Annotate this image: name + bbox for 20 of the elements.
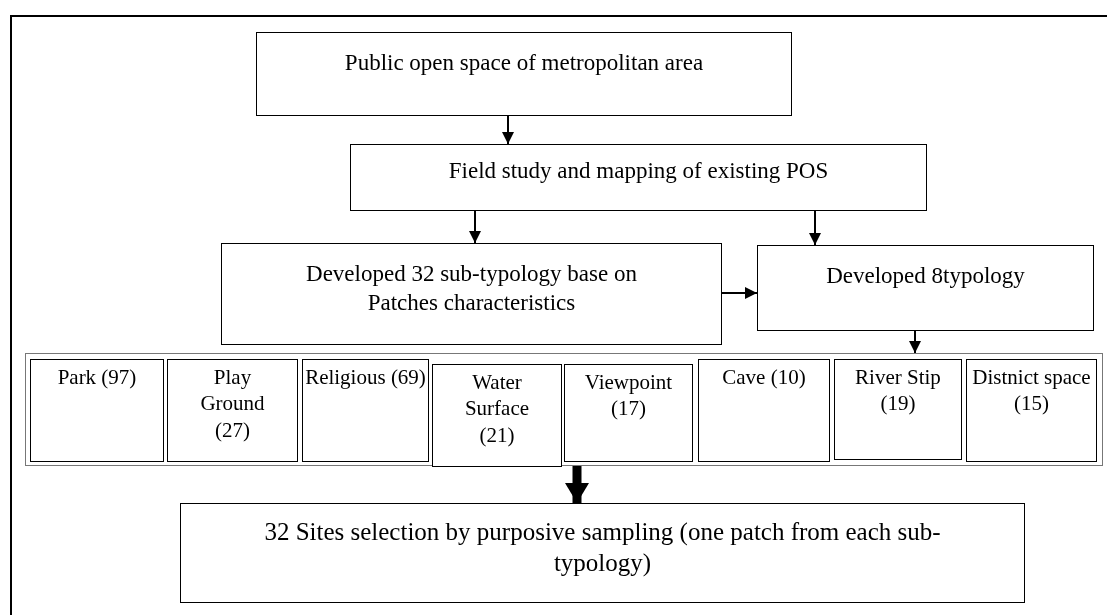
process-box: Public open space of metropolitan area: [256, 32, 792, 116]
process-box: Water Surface (21): [432, 364, 562, 467]
arrow: [809, 210, 821, 246]
process-box: River Stip (19): [834, 359, 962, 460]
process-box: Field study and mapping of existing POS: [350, 144, 927, 211]
process-box: Cave (10): [698, 359, 830, 462]
process-box: Developed 8typology: [757, 245, 1094, 331]
process-box: 32 Sites selection by purposive sampling (one patch from each sub-typology): [180, 503, 1025, 603]
arrow: [909, 330, 921, 354]
process-box: Park (97): [30, 359, 164, 462]
arrow: [565, 466, 589, 503]
process-box: Developed 32 sub-typology base on Patches characteristics: [221, 243, 722, 345]
process-box: Distnict space (15): [966, 359, 1097, 462]
process-box: Play Ground (27): [167, 359, 298, 462]
process-box: Religious (69): [302, 359, 429, 462]
arrow: [721, 287, 758, 299]
arrow: [502, 115, 514, 145]
group-box: [25, 353, 1103, 466]
process-box: Viewpoint (17): [564, 364, 693, 462]
arrow: [469, 210, 481, 244]
